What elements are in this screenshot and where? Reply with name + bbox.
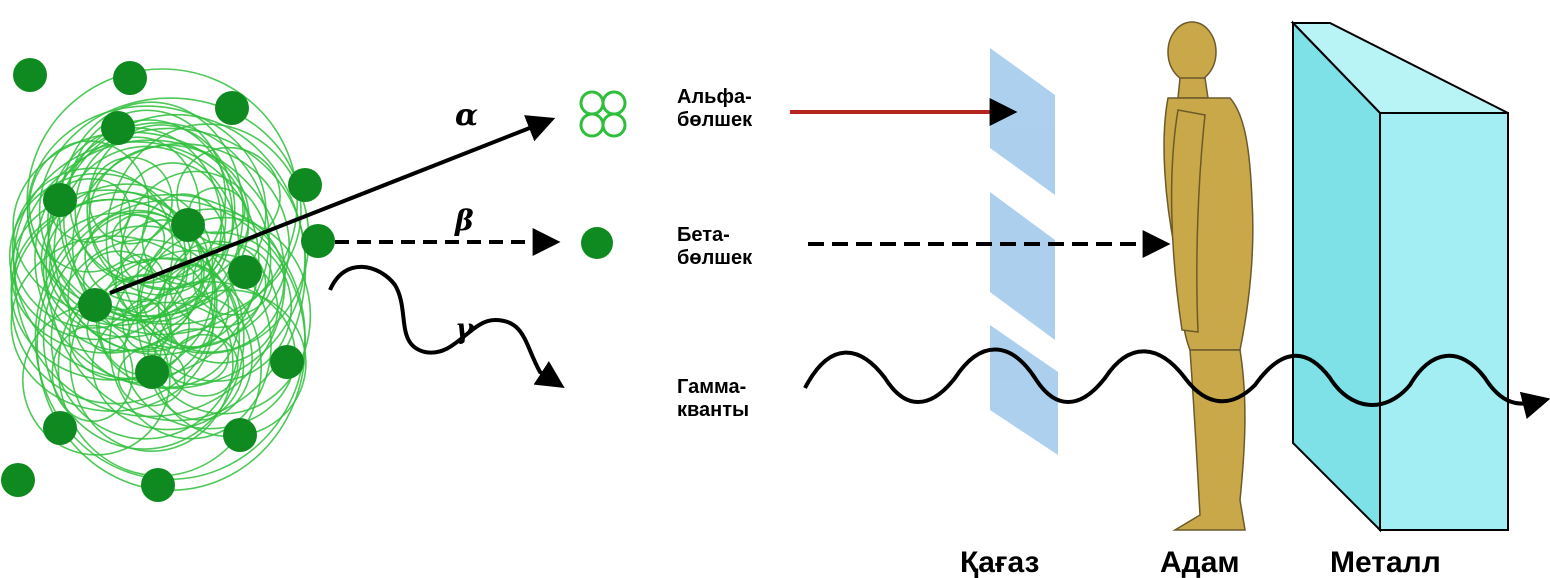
nucleus-loop bbox=[26, 105, 267, 318]
human-caption: Адам bbox=[1160, 546, 1240, 578]
nucleus-loop bbox=[50, 238, 241, 440]
human-arm bbox=[1170, 109, 1206, 333]
nucleon-dot bbox=[171, 208, 205, 242]
gamma-emission-wave bbox=[328, 264, 565, 389]
alpha-label-line2: бөлшек bbox=[677, 109, 753, 131]
nucleus-loop bbox=[34, 127, 306, 390]
nucleus-loop bbox=[84, 209, 192, 303]
nucleon-dot bbox=[288, 168, 322, 202]
nucleus-loop bbox=[157, 264, 230, 349]
nucleus-loop bbox=[38, 97, 302, 326]
source-rays: α β γ bbox=[109, 98, 565, 389]
alpha-label-line1: Альфа- bbox=[677, 86, 752, 108]
nucleon-dot bbox=[301, 224, 335, 258]
nucleus-loop bbox=[91, 301, 245, 431]
alpha-emission-arrow bbox=[109, 115, 556, 295]
metal-block-side bbox=[1292, 20, 1381, 533]
paper-sheet-bottom bbox=[990, 325, 1058, 455]
radioactive-nucleus bbox=[1, 58, 335, 502]
nucleus-loop bbox=[11, 167, 174, 329]
nucleon-dot bbox=[1, 463, 35, 497]
metal-block-front bbox=[1379, 112, 1509, 531]
nucleon-dot bbox=[223, 418, 257, 452]
nucleus-loop bbox=[26, 68, 298, 336]
gamma-symbol: γ bbox=[455, 312, 475, 345]
paper-barrier bbox=[990, 48, 1058, 455]
gamma-ray-through-all bbox=[803, 347, 1550, 420]
paper-sheet-middle bbox=[990, 192, 1055, 340]
nucleon-dot bbox=[228, 255, 262, 289]
gamma-label-line2: кванты bbox=[677, 399, 749, 421]
nucleus-loop bbox=[69, 273, 234, 453]
nucleon-dot bbox=[141, 468, 175, 502]
alpha-symbol: α bbox=[455, 98, 478, 133]
nucleus-loop bbox=[10, 235, 214, 412]
metal-block bbox=[1290, 20, 1509, 533]
nucleus-loop bbox=[169, 333, 239, 397]
nucleus-loop bbox=[119, 162, 227, 279]
human-figure bbox=[1163, 21, 1254, 531]
nucleon-dot bbox=[215, 91, 249, 125]
nucleon-dot bbox=[135, 355, 169, 389]
beta-label-line2: бөлшек bbox=[677, 247, 753, 269]
penetration-rays bbox=[790, 98, 1550, 420]
beta-particle-icon bbox=[581, 227, 613, 259]
human-head bbox=[1167, 21, 1217, 83]
metal-caption: Металл bbox=[1330, 546, 1441, 578]
nucleus-loop bbox=[12, 141, 260, 380]
nucleon-dot bbox=[78, 288, 112, 322]
beta-label-line1: Бета- bbox=[677, 224, 730, 246]
nucleus-loop bbox=[42, 191, 203, 352]
paper-sheet-top bbox=[990, 48, 1055, 195]
nucleus-loop bbox=[159, 328, 230, 386]
nucleus-loop bbox=[10, 198, 218, 405]
nucleon-dot bbox=[113, 61, 147, 95]
nucleus-loop bbox=[141, 193, 226, 286]
alpha-particle-icon bbox=[579, 90, 627, 138]
gamma-label-line1: Гамма- bbox=[677, 376, 746, 398]
nucleon-dot bbox=[270, 345, 304, 379]
nucleus-loop bbox=[163, 253, 279, 364]
paper-caption: Қағаз bbox=[960, 546, 1039, 578]
nucleon-dot bbox=[13, 58, 47, 92]
nucleon-dot bbox=[101, 111, 135, 145]
beta-symbol: β bbox=[454, 204, 474, 237]
human-neck bbox=[1177, 77, 1209, 99]
nucleon-dot bbox=[43, 411, 77, 445]
nucleus-loop bbox=[10, 189, 205, 354]
nucleon-dot bbox=[43, 183, 77, 217]
